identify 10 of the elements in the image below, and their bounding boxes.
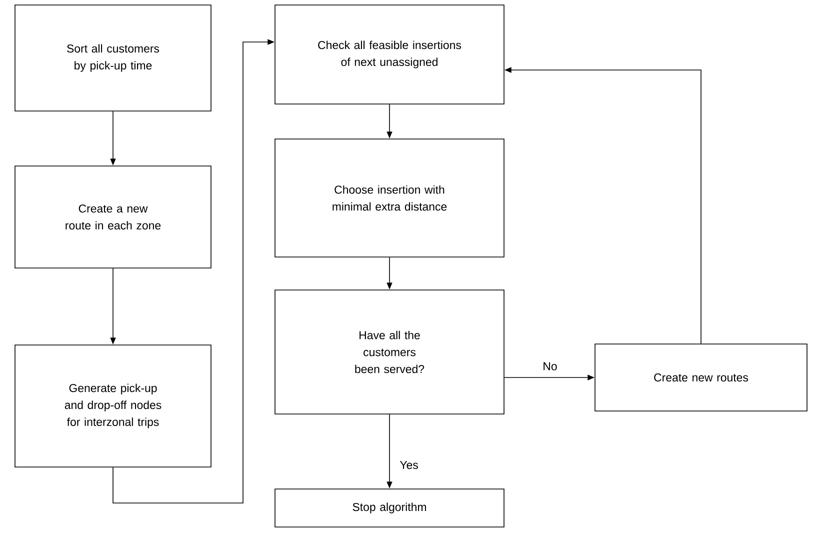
edge-label: Yes <box>398 460 420 470</box>
process-box: Generate pick-up and drop-off nodes for interzonal trips <box>14 344 212 468</box>
process-box: Create a new route in each zone <box>14 166 212 268</box>
process-box: Check all feasible insertions of next unassigned <box>274 4 504 104</box>
edge-label: No <box>541 360 559 372</box>
process-box: Create new routes <box>594 344 808 412</box>
process-box: Choose insertion with minimal extra distance <box>274 138 504 258</box>
process-box: Have all the customers been served? <box>274 290 504 414</box>
process-box: Sort all customers by pick-up time <box>14 4 212 112</box>
process-box: Stop algorithm <box>274 488 504 528</box>
